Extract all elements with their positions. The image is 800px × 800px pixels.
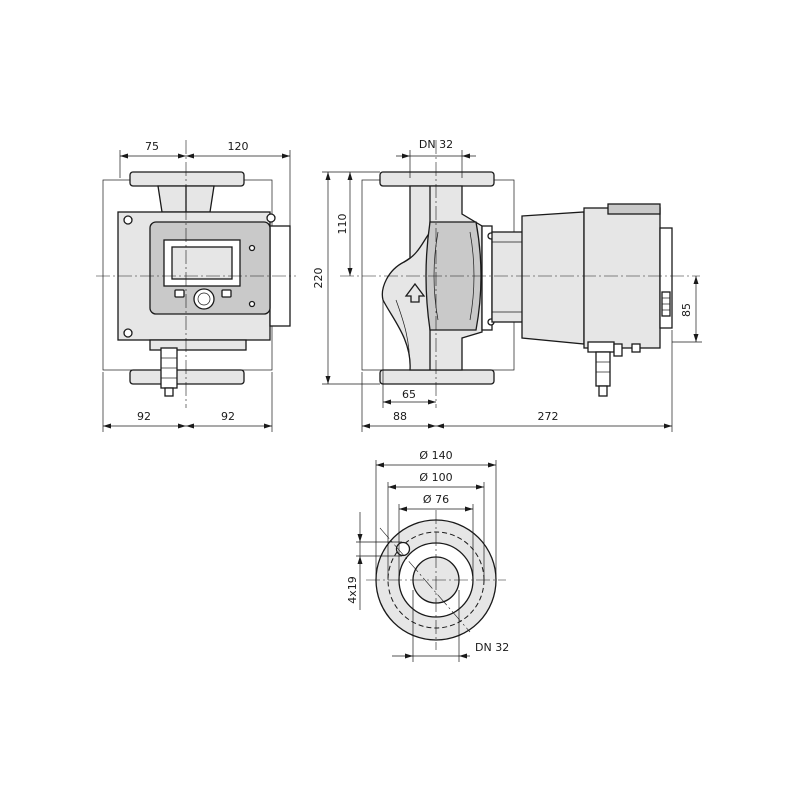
- button-right: [221, 289, 232, 298]
- side-view: DN 32 110 220 85 65 88 272: [312, 138, 702, 432]
- dim-120: 120: [228, 140, 249, 153]
- dim-220: 220: [312, 268, 325, 289]
- dim-272: 272: [538, 410, 559, 423]
- holes-4x19: 4x19: [346, 576, 359, 604]
- dim-dn32-bottom: DN 32: [475, 641, 509, 654]
- flange-bolt-hole: [395, 541, 411, 557]
- dim-85: 85: [680, 303, 693, 317]
- dia-140: Ø 140: [419, 449, 452, 462]
- dim-dn32-top: DN 32: [419, 138, 453, 151]
- front-view: 75 120 92 92: [96, 140, 296, 432]
- dia-76: Ø 76: [423, 493, 449, 506]
- front-top-flange: [129, 171, 245, 187]
- dim-75: 75: [145, 140, 159, 153]
- dim-65: 65: [402, 388, 416, 401]
- dim-110: 110: [336, 214, 349, 235]
- flow-arrow-icon: [404, 282, 426, 303]
- side-bottom-flange: [379, 369, 495, 385]
- button-left: [174, 289, 185, 298]
- dim-88: 88: [393, 410, 407, 423]
- control-knob: [193, 288, 215, 310]
- flange-view: Ø 140 Ø 100 Ø 76 4x19 DN 32: [346, 449, 509, 662]
- front-bottom-flange: [129, 369, 245, 385]
- side-top-flange: [379, 171, 495, 187]
- dim-92-right: 92: [221, 410, 235, 423]
- side-connector-block: [587, 341, 615, 353]
- electronics-box-front: [521, 211, 585, 345]
- mount-plate: [481, 225, 493, 331]
- dim-92-left: 92: [137, 410, 151, 423]
- display-screen: [171, 246, 233, 280]
- front-connector-strip: [149, 339, 247, 351]
- box-top-lip: [607, 203, 661, 215]
- side-cable-gland: [595, 351, 611, 387]
- dia-100: Ø 100: [419, 471, 452, 484]
- electronics-box: [583, 207, 661, 349]
